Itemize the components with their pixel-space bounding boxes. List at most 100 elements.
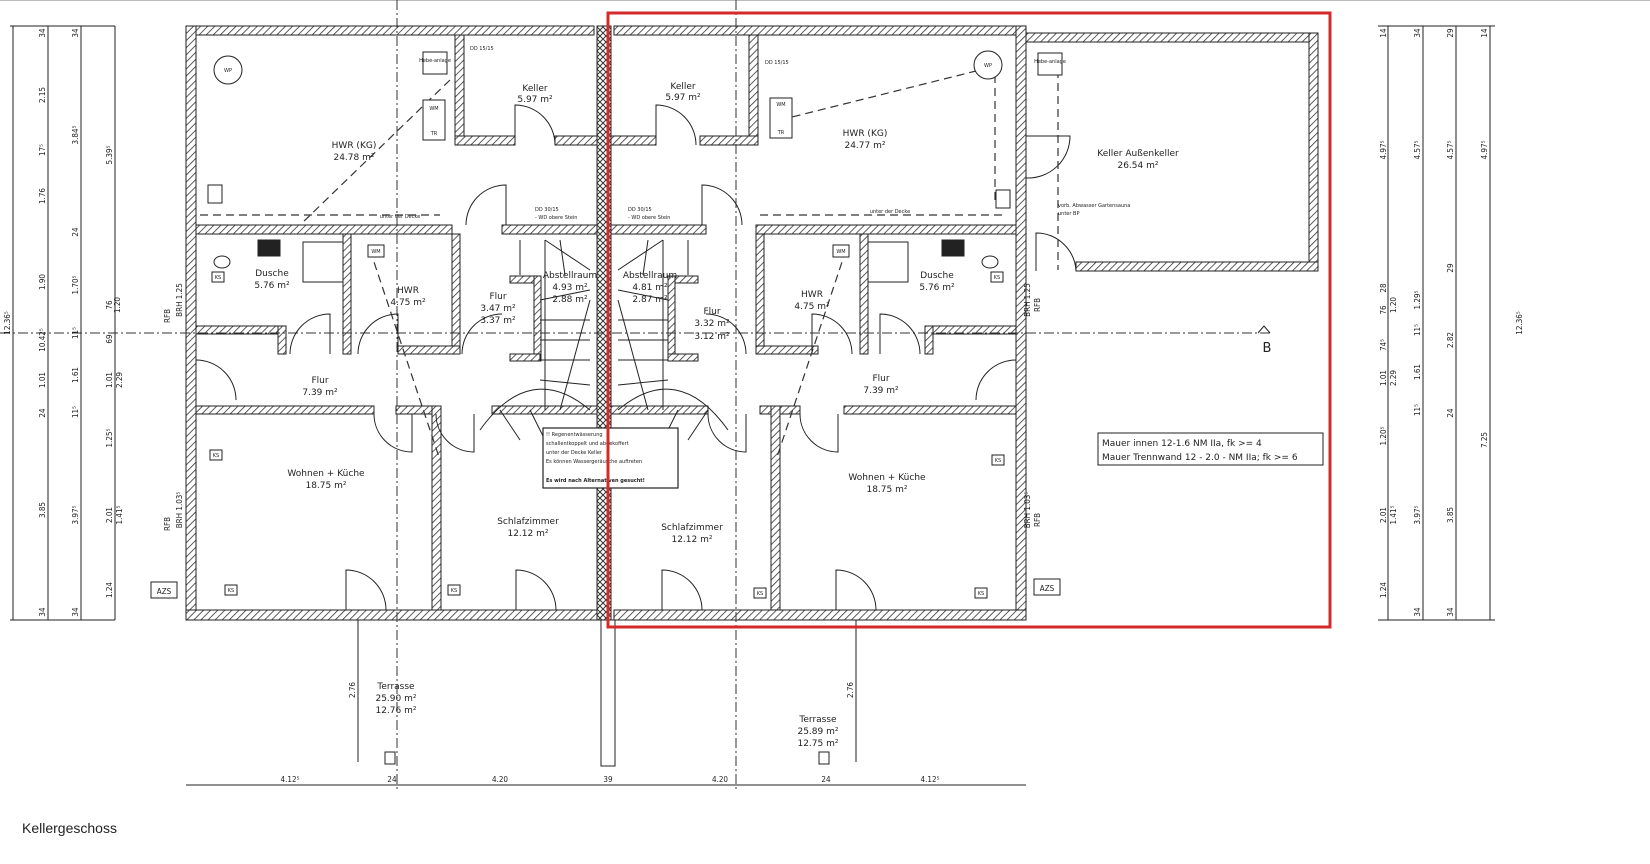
right-dimensions: 12.36⁵ 14 4.97⁵ 28 76 1.20 74⁵ 1.01 2.29… [1379,28,1524,617]
dim-text: 1.01 [1379,370,1388,386]
room-name: Keller [670,82,696,92]
ks-label: KS [213,453,219,459]
dim-text: 1.41⁵ [1389,505,1398,524]
bottom-dimensions: 4.12⁵ 24 4.20 39 4.20 24 4.12⁵ 2.76 2.76 [281,682,940,784]
unter-decke-label: unter der Decke [380,214,420,220]
room-area: 12.75 m² [797,739,838,749]
dim-text: 2.76 [348,682,357,698]
dim-text: 11⁵ [1413,404,1422,416]
room-name: Keller Außenkeller [1097,149,1179,159]
dim-text: 76 [1379,305,1388,315]
room-area: 18.75 m² [866,485,907,495]
note-line: Es wird nach Alternativen gesucht! [546,478,645,484]
brh-label: BRH 1.25 [1023,283,1032,317]
rain-note-box: !! Regenentwässerung schallentkoppelt un… [542,427,679,489]
unter-bp-note: unter BP [1058,211,1079,217]
room-name: Flur [489,292,506,302]
room-name: Schlafzimmer [661,523,723,533]
room-name: HWR [397,286,419,296]
dim-text: 1.76 [38,188,47,204]
dim-text: 4.57⁵ [1446,140,1455,159]
rfb-label: RFB [1033,298,1042,312]
room-area: 3.37 m² [480,316,516,326]
room-area: 4.75 m² [390,298,426,308]
dim-text: 34 [38,28,47,38]
dim-text: 2.01 [105,507,114,523]
room-labels: HWR (KG) 24.78 m² Keller 5.97 m² Keller … [254,82,1179,749]
brh-label: BRH 1.25 [175,283,184,317]
dim-text: 1.20 [113,297,122,313]
azs-box [150,581,178,599]
wall-spec-box: Mauer innen 12-1.6 NM IIa, fk >= 4 Mauer… [1097,432,1324,466]
dd-label: DD 30/15 [535,207,559,213]
dim-text: 4.12⁵ [921,775,940,784]
tr-right-label: TR [777,130,785,136]
dim-text: 39 [603,775,613,784]
ks-label: KS [978,591,984,597]
note-line: Mauer innen 12-1.6 NM IIa, fk >= 4 [1102,439,1262,449]
dim-text: 24 [821,775,831,784]
room-area: 24.78 m² [333,153,374,163]
note-line: Es können Wassergeräusche auftreten [546,459,642,465]
hebeanlage-right-label: Hebe-anlage [1034,59,1066,65]
note-line: Mauer Trennwand 12 - 2.0 - NM IIa; fk >=… [1102,453,1298,463]
note-line: !! Regenentwässerung [546,432,603,438]
room-area: 26.54 m² [1117,161,1158,171]
dim-text: 1.25⁵ [105,428,114,447]
room-area: 12.76 m² [375,706,416,716]
abwasser-note: vorb. Abwasser Gartensauna [1058,203,1130,209]
dim-text: 34 [71,607,80,617]
room-name: Keller [522,84,548,94]
room-name: Terrasse [798,715,837,725]
dim-text: 1.20 [1389,297,1398,313]
room-name: Flur [311,376,328,386]
dim-text: 1.61 [71,367,80,383]
dim-text: 17⁵ [38,144,47,156]
room-name: Wohnen + Küche [287,469,365,479]
room-name: HWR [801,290,823,300]
dim-text: 74⁵ [1379,339,1388,351]
wp-left-label: WP [224,68,232,74]
dd-label: DD 15/15 [470,46,494,52]
plan-caption: Kellergeschoss [22,820,117,836]
section-marker: B [1263,341,1272,356]
walls [185,25,1319,767]
dim-text: 1.20⁵ [1379,426,1388,445]
dim-text: 11⁵ [71,327,80,339]
room-name: Dusche [255,269,289,279]
dim-text: 1.01 [38,372,47,388]
dim-text: 24 [38,408,47,418]
dashed-lines [200,69,1059,461]
dim-text: 34 [38,607,47,617]
room-name: Schlafzimmer [497,517,559,527]
dim-text: 2.82 [1446,332,1455,348]
wm-right-label: WM [776,102,785,108]
unter-decke-label: unter der Decke [870,209,910,215]
dim-text: 34 [71,28,80,38]
dim-text: 5.39⁵ [105,145,114,164]
dim-text: 3.97⁵ [1413,505,1422,524]
dim-text: 1.01 [105,372,114,388]
dim-text: 3.85 [38,502,47,518]
ks-label: KS [451,588,457,594]
dim-text: 2.76 [846,682,855,698]
dim-text: 1.41⁵ [115,505,124,524]
rfb-label: RFB [1033,513,1042,527]
dim-text: 29 [1446,263,1455,273]
dim-text: 28 [1379,283,1388,293]
room-area: 2.88 m² [552,295,588,305]
rfb-label: RFB [163,517,172,531]
dim-text: 4.20 [712,775,728,784]
ks-label: KS [228,588,234,594]
note-line: schallentkoppelt und abgekoffert [546,441,629,447]
dim-text: 24 [71,227,80,237]
axis-lines [0,0,1270,790]
dim-text: 4.57⁵ [1413,140,1422,159]
ks-label: KS [757,591,763,597]
heat-pump-left-icon [213,55,243,85]
highlight-rectangle [606,11,1332,629]
room-area: 12.12 m² [507,529,548,539]
room-area: 18.75 m² [305,481,346,491]
azs-label: AZS [157,587,172,596]
brh-label: BRH 1.03⁵ [175,492,184,529]
